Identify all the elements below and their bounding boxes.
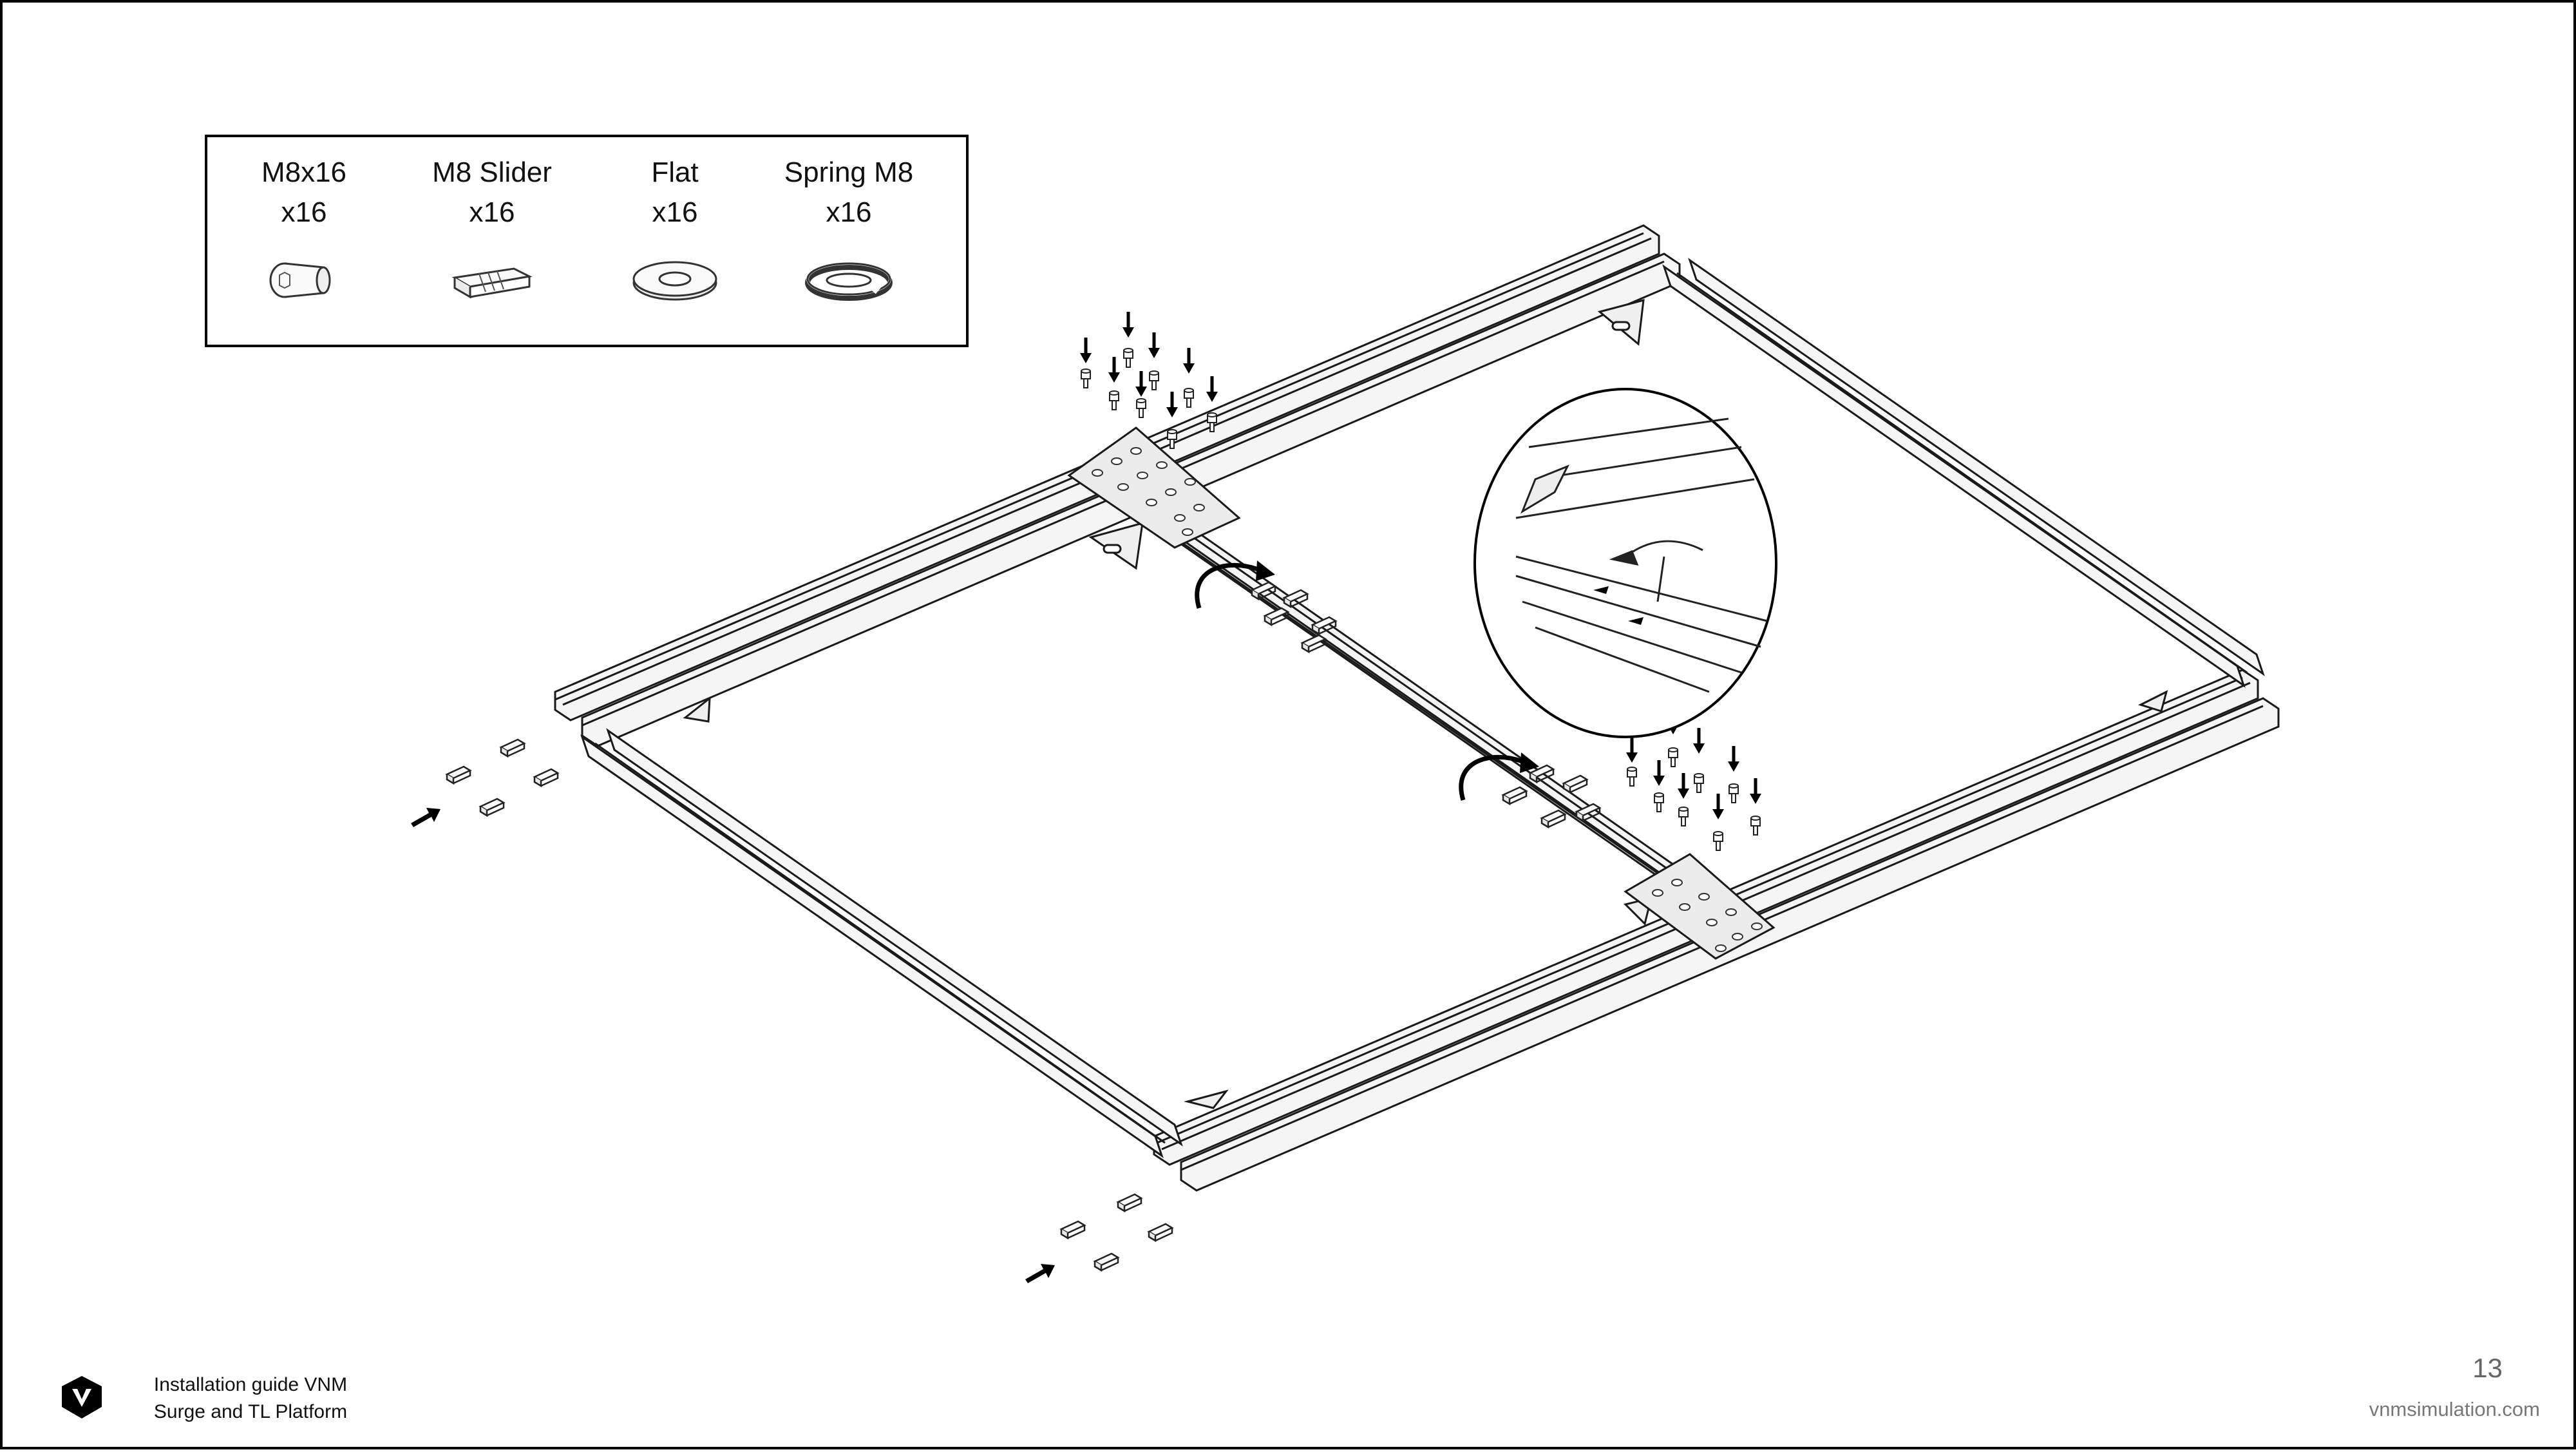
part-name: Spring M8 bbox=[784, 157, 914, 188]
corner-brackets bbox=[683, 298, 2168, 1109]
part-flat-washer: Flat x16 bbox=[591, 153, 759, 306]
assembly-drawing bbox=[411, 224, 2280, 1283]
part-name: Flat bbox=[651, 157, 699, 188]
part-spring-washer: Spring M8 x16 bbox=[765, 153, 933, 306]
insert-arrows bbox=[411, 808, 1055, 1283]
vnm-logo-icon bbox=[62, 1376, 102, 1419]
footer-title-line-1: Installation guide VNM bbox=[153, 1374, 348, 1395]
page-number: 13 bbox=[2472, 1353, 2503, 1383]
flat-washer-icon bbox=[632, 261, 717, 301]
part-quantity: x16 bbox=[469, 196, 515, 228]
part-name: M8x16 bbox=[261, 157, 347, 188]
part-slider: M8 Slider x16 bbox=[408, 153, 576, 306]
aluminium-frame bbox=[554, 224, 2280, 1192]
parts-list-box: M8x16 x16 M8 Slider x16 Flat x16 bbox=[205, 135, 969, 347]
detail-zoom-view bbox=[1473, 388, 1777, 738]
spring-washer-icon bbox=[805, 262, 893, 301]
connector-plates bbox=[1067, 426, 1776, 960]
part-name: M8 Slider bbox=[432, 157, 552, 188]
part-quantity: x16 bbox=[652, 196, 698, 228]
footer-document-title: Installation guide VNM Surge and TL Plat… bbox=[122, 1371, 379, 1426]
part-bolt: M8x16 x16 bbox=[220, 153, 388, 306]
t-slot-nut-icon bbox=[451, 267, 533, 299]
part-quantity: x16 bbox=[826, 196, 872, 228]
rotation-arrows bbox=[1195, 560, 1539, 801]
website-url: vnmsimulation.com bbox=[2369, 1398, 2540, 1420]
bolt-icon bbox=[269, 262, 331, 298]
plate-holes bbox=[1092, 447, 1763, 952]
footer-title-line-2: Surge and TL Platform bbox=[153, 1401, 348, 1422]
part-quantity: x16 bbox=[281, 196, 327, 228]
